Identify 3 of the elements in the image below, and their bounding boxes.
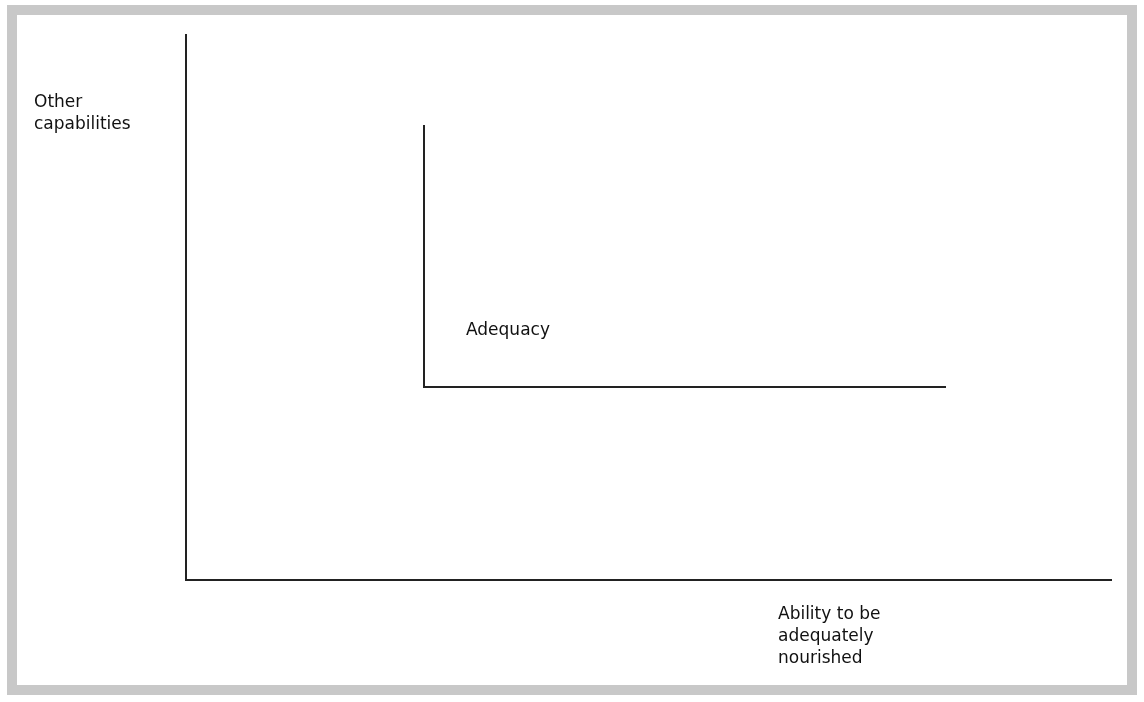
region-label: Adequacy — [466, 318, 551, 340]
axis-label: Other capabilities — [34, 90, 132, 134]
axis-label: Ability to be adequately nourished — [778, 602, 882, 668]
